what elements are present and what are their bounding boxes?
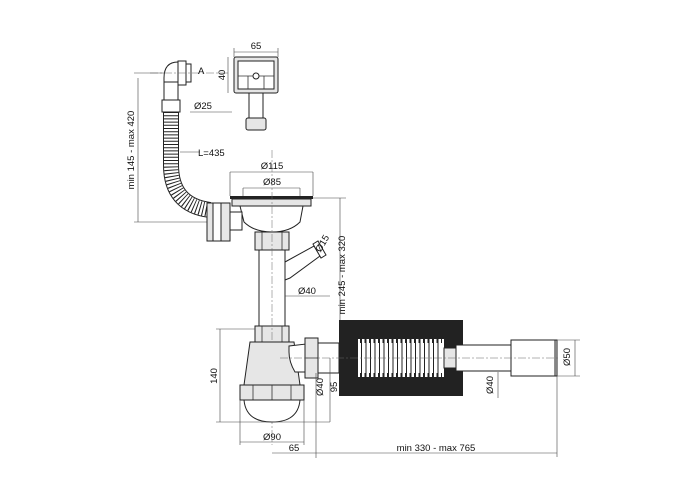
corrugated-overflow-hose bbox=[163, 112, 212, 218]
bottle-trap bbox=[239, 341, 305, 423]
view-marker-a: A bbox=[198, 66, 205, 77]
hose-length-label: L=435 bbox=[198, 148, 225, 159]
sink-strainer bbox=[206, 196, 313, 242]
overflow-height-range-label: min 145 - max 420 bbox=[126, 111, 137, 190]
hose-diameter-label: Ø25 bbox=[194, 101, 212, 112]
trap-cup-label: Ø90 bbox=[263, 432, 281, 443]
vertical-pipe bbox=[254, 150, 290, 445]
end-diameter-label: Ø50 bbox=[562, 348, 573, 366]
overflow-height-label: 40 bbox=[217, 70, 228, 81]
outlet-diameter-label: Ø40 bbox=[315, 378, 326, 396]
overflow-elbow bbox=[150, 60, 230, 113]
side-inlet-label: Ø15 bbox=[314, 233, 333, 254]
overflow-width-label: 65 bbox=[251, 41, 262, 52]
hose-outlet-diameter-label: Ø40 bbox=[485, 376, 496, 394]
pipe-diameter-label: Ø40 bbox=[298, 286, 316, 297]
corrugated-outlet-hose bbox=[280, 320, 560, 396]
trap-height-label: 140 bbox=[209, 368, 220, 384]
trap-height-range-label: min 245 - max 320 bbox=[337, 236, 348, 315]
outlet-height-label: 95 bbox=[329, 382, 340, 393]
length-range-label: min 330 - max 765 bbox=[397, 443, 476, 454]
overflow-front-view bbox=[233, 56, 279, 131]
offset-label: 65 bbox=[289, 443, 300, 454]
side-inlet bbox=[284, 240, 327, 281]
